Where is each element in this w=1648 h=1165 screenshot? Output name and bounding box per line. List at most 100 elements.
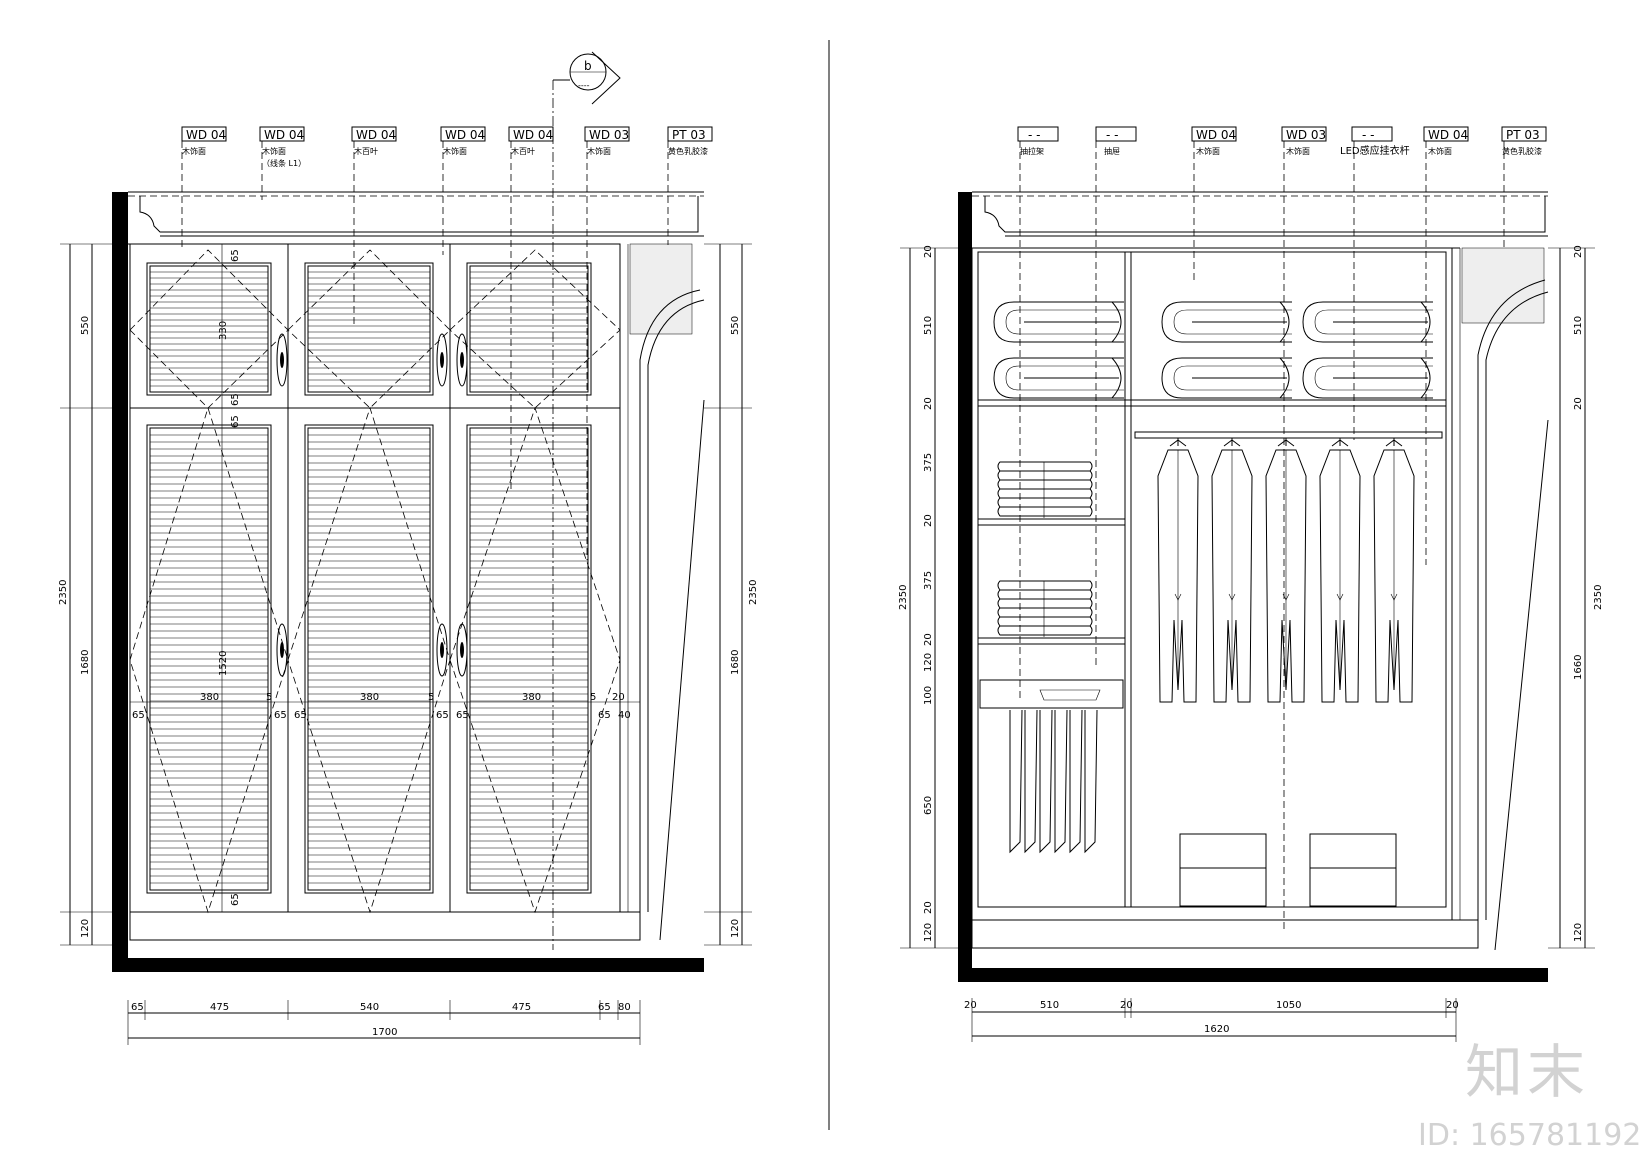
tag-note: 木饰面 xyxy=(443,146,467,156)
hanger xyxy=(1169,438,1187,447)
dim-label: 540 xyxy=(360,1002,379,1013)
dim-label: 375 xyxy=(923,453,934,472)
tag-note: 黄色乳胶漆 xyxy=(1502,146,1542,156)
dim-label: 375 xyxy=(923,571,934,590)
louver-inner xyxy=(469,265,589,393)
dim-label: 475 xyxy=(512,1002,531,1013)
folded-blankets xyxy=(993,301,1433,399)
blanket-end xyxy=(1111,357,1122,399)
blanket-outline xyxy=(1302,357,1433,399)
tag-note: LED感应挂衣杆 xyxy=(1340,144,1410,157)
stacked-shirt xyxy=(997,497,1093,508)
tag-note: 木百叶 xyxy=(511,146,535,156)
hanging-jacket xyxy=(1373,438,1415,703)
dim-label: 20 xyxy=(612,692,625,703)
dim-label: 330 xyxy=(218,321,229,340)
blanket-end xyxy=(1279,357,1290,399)
blanket-fold xyxy=(1173,365,1292,391)
louver-frame xyxy=(146,262,272,396)
left-tag-0: WD 04 木饰面 xyxy=(181,126,227,156)
tag-note: 木饰面 xyxy=(1196,146,1220,156)
dim-label: 65 xyxy=(230,893,241,906)
dim-label: 380 xyxy=(360,692,379,703)
stacked-shirt xyxy=(997,589,1093,600)
dim-label: 65 xyxy=(274,710,287,721)
dim-label: 65 xyxy=(598,710,611,721)
section-marker-label: b xyxy=(584,59,592,73)
tag-code: WD 03 xyxy=(589,128,629,142)
handle-icon xyxy=(436,623,448,677)
lower-louver-panels xyxy=(146,424,592,894)
louver-inner xyxy=(149,265,269,393)
dim-label: 475 xyxy=(210,1002,229,1013)
jacket-pocket xyxy=(1390,593,1398,601)
watermark-id: ID: 165781192 xyxy=(1418,1118,1642,1153)
left-wall xyxy=(112,192,128,962)
handle-icon xyxy=(276,333,288,387)
door-handles xyxy=(276,333,468,677)
right-vertical-dimension-lines xyxy=(900,247,1595,949)
jacket-body xyxy=(1373,449,1415,703)
jacket-pocket xyxy=(1228,593,1236,601)
stacked-shirt xyxy=(997,461,1093,472)
blanket-outline xyxy=(993,301,1124,343)
handle-icon xyxy=(436,333,448,387)
dim-label: 65 xyxy=(436,710,449,721)
dim-label: 20 xyxy=(923,514,934,527)
section-marker-sub: ---- xyxy=(578,81,590,90)
dim-label: 380 xyxy=(200,692,219,703)
louver-inner xyxy=(307,265,431,393)
stacked-shirt xyxy=(997,580,1093,591)
right-side-wall-arch xyxy=(1451,247,1549,951)
dim-label: 650 xyxy=(923,796,934,815)
folded-blanket xyxy=(1161,301,1292,343)
stacked-shirt xyxy=(997,488,1093,499)
stacked-shirt xyxy=(997,598,1093,609)
dim-label: 1660 xyxy=(1573,655,1584,680)
dim-label: 510 xyxy=(1040,1000,1059,1011)
hanging-jacket xyxy=(1265,438,1307,703)
jacket-pocket xyxy=(1336,593,1344,601)
jacket-body xyxy=(1319,449,1361,703)
dim-label: 1620 xyxy=(1204,1024,1229,1035)
section-marker: b ---- xyxy=(552,51,621,950)
dim-label: 120 xyxy=(923,653,934,672)
door-swing-lines xyxy=(129,249,621,914)
hanging-jackets xyxy=(1157,438,1415,703)
dim-label: 20 xyxy=(923,245,934,258)
blanket-fold xyxy=(1005,365,1124,391)
dim-label: 1680 xyxy=(730,650,741,675)
right-floor-slab xyxy=(958,968,1548,982)
handle-icon xyxy=(456,623,468,677)
dim-label: 20 xyxy=(1573,397,1584,410)
dim-label: 80 xyxy=(618,1002,631,1013)
tag-code: WD 04 xyxy=(1428,128,1468,142)
stacked-shirt xyxy=(997,479,1093,490)
dim-label: 1700 xyxy=(372,1027,397,1038)
right-tag-4: - -LED感应挂衣杆 xyxy=(1340,126,1410,157)
tag-code: WD 04 xyxy=(186,128,226,142)
watermark-logo: 知末 xyxy=(1465,1038,1590,1106)
louver-frame xyxy=(304,262,434,396)
dim-label: 20 xyxy=(923,633,934,646)
dim-label: 20 xyxy=(1120,1000,1133,1011)
dim-label: 65 xyxy=(230,393,241,406)
handle-icon xyxy=(276,623,288,677)
tag-note: 木饰面 xyxy=(262,146,286,156)
folded-blanket xyxy=(1161,357,1292,399)
folded-blanket xyxy=(1302,357,1433,399)
tag-code: WD 03 xyxy=(1286,128,1326,142)
tag-note-2: （线条 L1） xyxy=(262,158,306,168)
tag-note: 木饰面 xyxy=(587,146,611,156)
horizontal-dimension-lines xyxy=(127,1000,641,1045)
stacked-clothes xyxy=(997,461,1093,637)
dim-label: 20 xyxy=(1446,1000,1459,1011)
tag-note: 木饰面 xyxy=(182,146,206,156)
